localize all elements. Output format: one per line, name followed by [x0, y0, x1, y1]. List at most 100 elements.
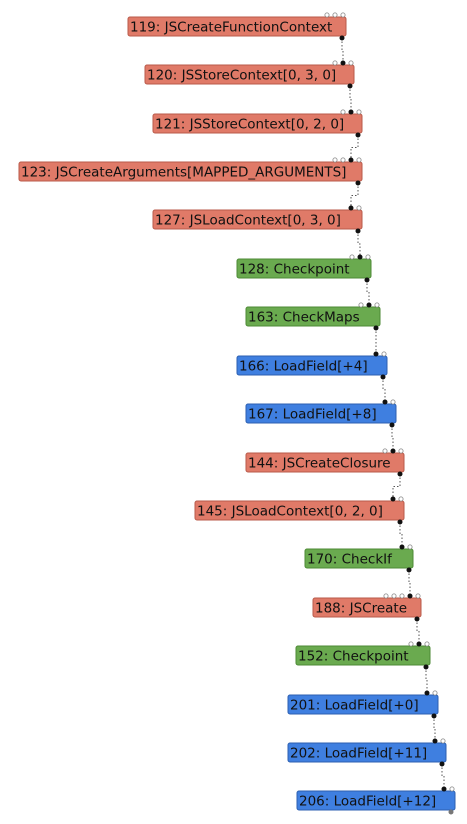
graph-node-188[interactable]: 188: JSCreate: [312, 593, 422, 622]
input-port[interactable]: [356, 157, 362, 163]
input-port-connected[interactable]: [340, 60, 346, 66]
output-port[interactable]: [431, 713, 437, 719]
node-label: 201: LoadField[+0]: [290, 698, 419, 714]
edge-120-121: [349, 86, 352, 112]
output-port[interactable]: [355, 132, 361, 138]
input-port[interactable]: [407, 544, 413, 550]
node-label: 127: JSLoadContext[0, 3, 0]: [155, 213, 341, 229]
input-port[interactable]: [365, 254, 371, 260]
output-port[interactable]: [364, 277, 370, 283]
input-port[interactable]: [340, 157, 346, 163]
node-box: [245, 403, 397, 424]
input-port[interactable]: [381, 351, 387, 357]
input-port-connected[interactable]: [348, 109, 354, 115]
input-port[interactable]: [390, 399, 396, 405]
input-port[interactable]: [340, 12, 346, 18]
input-port[interactable]: [440, 738, 446, 744]
graph-node-120[interactable]: 120: JSStoreContext[0, 3, 0]: [144, 60, 355, 89]
node-box: [152, 209, 363, 230]
input-port[interactable]: [424, 641, 430, 647]
input-port[interactable]: [324, 12, 330, 18]
output-port[interactable]: [406, 567, 412, 573]
input-port-connected[interactable]: [373, 351, 379, 357]
input-port[interactable]: [356, 205, 362, 211]
input-port-connected[interactable]: [390, 496, 396, 502]
output-port[interactable]: [347, 83, 353, 89]
edge-layer: [341, 38, 445, 789]
node-box: [312, 597, 422, 618]
graph-node-145[interactable]: 145: JSLoadContext[0, 2, 0]: [194, 496, 405, 525]
graph-node-206[interactable]: 206: LoadField[+12]: [296, 786, 456, 815]
node-label: 188: JSCreate: [315, 601, 407, 617]
input-port[interactable]: [332, 60, 338, 66]
input-port-connected[interactable]: [441, 786, 447, 792]
node-layer: 119: JSCreateFunctionContext 120: JSStore…: [18, 12, 456, 815]
input-port-connected[interactable]: [357, 254, 363, 260]
graph-node-163[interactable]: 163: CheckMaps: [245, 302, 381, 331]
input-port-connected[interactable]: [382, 399, 388, 405]
output-port[interactable]: [339, 35, 345, 41]
graph-node-167[interactable]: 167: LoadField[+8]: [245, 399, 397, 428]
output-port[interactable]: [373, 325, 379, 331]
node-box: [236, 258, 372, 279]
output-port[interactable]: [439, 761, 445, 767]
input-port-connected[interactable]: [424, 690, 430, 696]
input-port[interactable]: [399, 593, 405, 599]
graph-node-170[interactable]: 170: CheckIf: [304, 544, 414, 573]
output-port[interactable]: [389, 422, 395, 428]
input-port[interactable]: [374, 302, 380, 308]
input-port-connected[interactable]: [390, 448, 396, 454]
input-port[interactable]: [349, 254, 355, 260]
output-port[interactable]: [397, 519, 403, 525]
graph-node-202[interactable]: 202: LoadField[+11]: [287, 738, 447, 767]
node-label: 167: LoadField[+8]: [248, 407, 377, 423]
output-port[interactable]: [397, 471, 403, 477]
output-port[interactable]: [355, 228, 361, 234]
graph-node-152[interactable]: 152: Checkpoint: [295, 641, 431, 670]
edge-170-188: [408, 570, 411, 596]
input-port[interactable]: [356, 109, 362, 115]
edge-202-206: [441, 764, 445, 789]
input-port[interactable]: [332, 12, 338, 18]
edge-123-127: [350, 183, 359, 208]
input-port-connected[interactable]: [348, 205, 354, 211]
node-box: [295, 645, 431, 666]
input-port[interactable]: [449, 786, 455, 792]
output-port[interactable]: [448, 809, 454, 815]
graph-node-121[interactable]: 121: JSStoreContext[0, 2, 0]: [152, 109, 363, 138]
input-port[interactable]: [332, 157, 338, 163]
input-port[interactable]: [391, 593, 397, 599]
node-label: 170: CheckIf: [307, 552, 393, 568]
input-port[interactable]: [348, 60, 354, 66]
edge-152-201: [425, 667, 428, 693]
output-port[interactable]: [414, 616, 420, 622]
input-port-connected[interactable]: [416, 641, 422, 647]
graph-node-128[interactable]: 128: Checkpoint: [236, 254, 372, 283]
graph-node-127[interactable]: 127: JSLoadContext[0, 3, 0]: [152, 205, 363, 234]
graph-node-123[interactable]: 123: JSCreateArguments[MAPPED_ARGUMENTS]: [18, 157, 363, 186]
edge-188-152: [416, 619, 420, 644]
input-port[interactable]: [432, 690, 438, 696]
node-label: 166: LoadField[+4]: [239, 359, 368, 375]
graph-node-119[interactable]: 119: JSCreateFunctionContext: [127, 12, 347, 41]
input-port[interactable]: [382, 448, 388, 454]
input-port[interactable]: [383, 593, 389, 599]
input-port[interactable]: [398, 448, 404, 454]
input-port-connected[interactable]: [348, 157, 354, 163]
graph-node-144[interactable]: 144: JSCreateClosure: [245, 448, 405, 477]
input-port[interactable]: [340, 109, 346, 115]
input-port-connected[interactable]: [366, 302, 372, 308]
output-port[interactable]: [423, 664, 429, 670]
input-port-connected[interactable]: [432, 738, 438, 744]
input-port[interactable]: [358, 302, 364, 308]
graph-node-201[interactable]: 201: LoadField[+0]: [287, 690, 439, 719]
output-port[interactable]: [355, 180, 361, 186]
input-port[interactable]: [408, 641, 414, 647]
input-port[interactable]: [415, 593, 421, 599]
input-port-connected[interactable]: [407, 593, 413, 599]
graph-node-166[interactable]: 166: LoadField[+4]: [236, 351, 388, 380]
input-port-connected[interactable]: [399, 544, 405, 550]
input-port[interactable]: [398, 496, 404, 502]
output-port[interactable]: [380, 374, 386, 380]
